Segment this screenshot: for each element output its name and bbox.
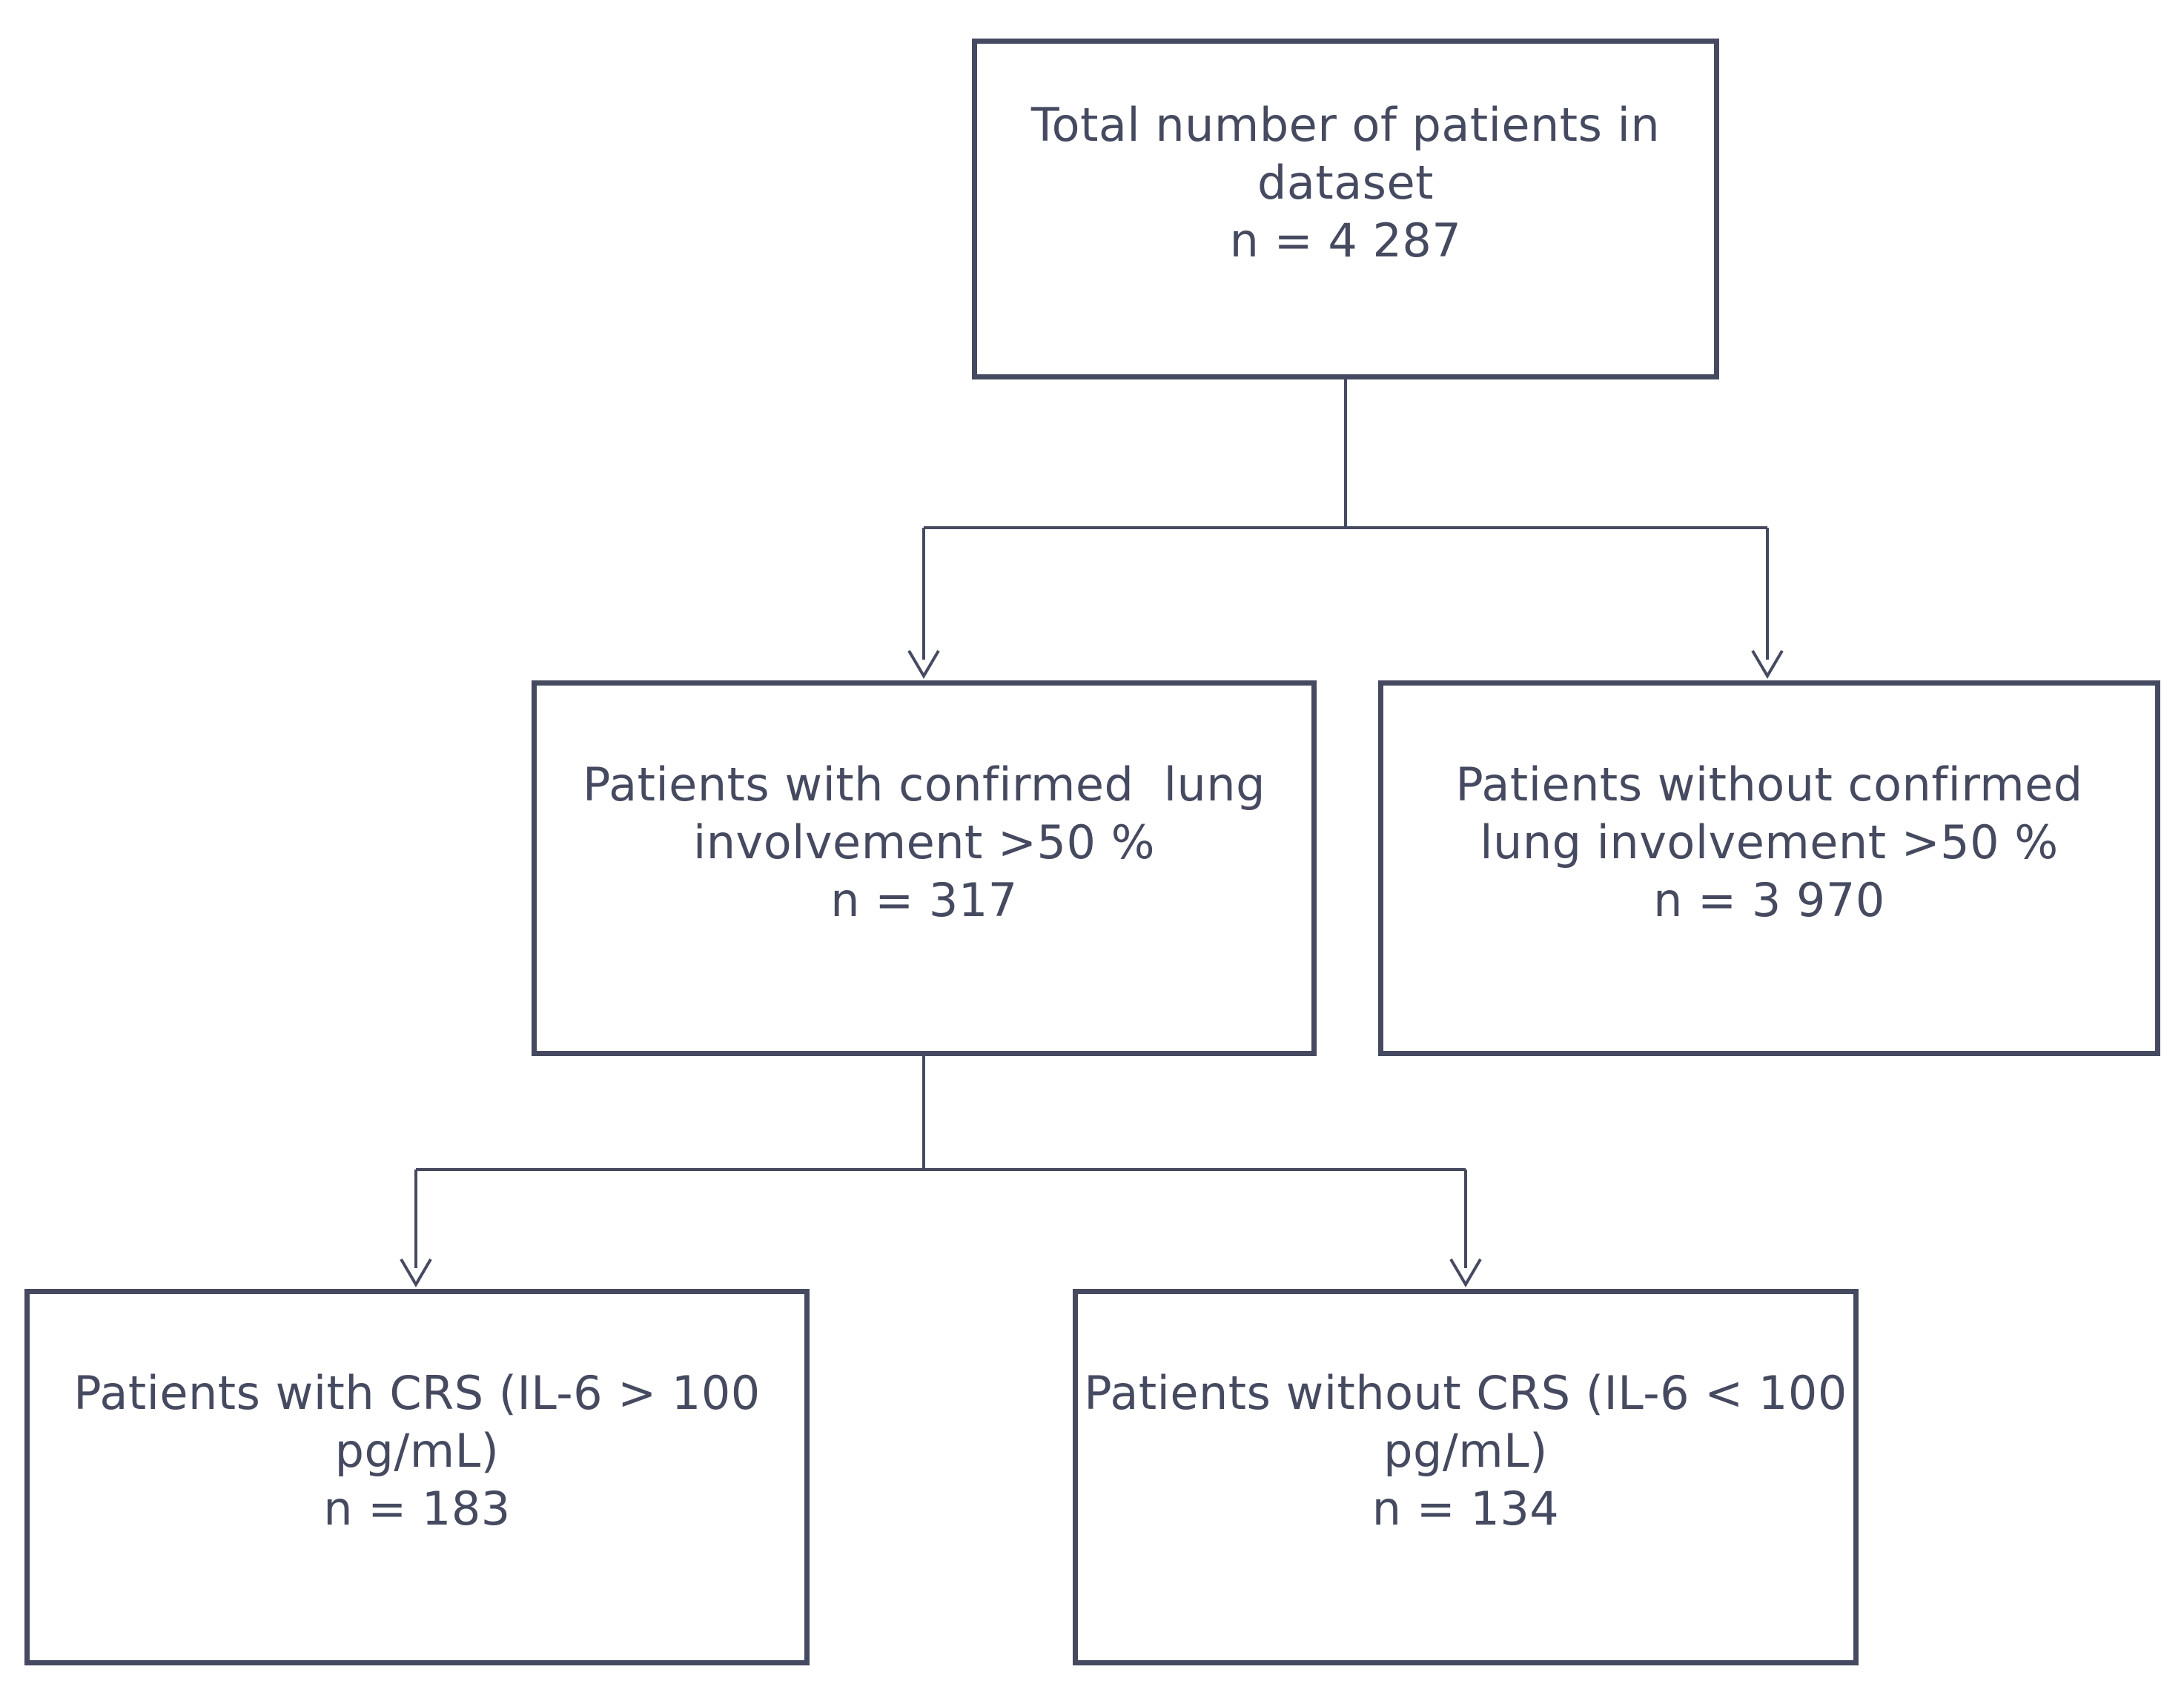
node-crs-line1: Patients with CRS (IL-6 > 100 [73,1366,761,1420]
arrowhead-nolung [1751,649,1784,679]
node-without-crs: Patients without CRS (IL-6 < 100 pg/mL) … [1073,1289,1859,1665]
node-lung-line1: Patients with confirmed lung [583,757,1265,812]
node-nocrs-count: n = 134 [1371,1482,1560,1536]
node-no-lung-involvement: Patients without confirmed lung involvem… [1378,680,2160,1056]
node-nocrs-line2: pg/mL) [1383,1424,1548,1478]
node-with-crs: Patients with CRS (IL-6 > 100 pg/mL) n =… [24,1289,810,1665]
node-total-count: n = 4 287 [1229,213,1462,268]
node-lung-involvement: Patients with confirmed lung involvement… [532,680,1317,1056]
arrowhead-lung [907,649,940,679]
node-total-line1: Total number of patients in [1030,98,1661,152]
node-nolung-line1: Patients without confirmed [1455,757,2083,812]
node-nolung-count: n = 3 970 [1653,872,1885,927]
node-nocrs-line1: Patients without CRS (IL-6 < 100 [1084,1366,1847,1420]
node-nolung-line2: lung involvement >50 % [1480,815,2059,869]
node-lung-count: n = 317 [830,872,1018,927]
node-crs-count: n = 183 [323,1482,511,1536]
node-total-patients: Total number of patients in dataset n = … [972,39,1719,379]
arrowhead-crs [400,1258,432,1287]
node-crs-line2: pg/mL) [334,1424,500,1478]
node-total-line2: dataset [1257,156,1434,210]
node-lung-line2: involvement >50 % [692,815,1156,869]
arrowhead-nocrs [1449,1258,1482,1287]
